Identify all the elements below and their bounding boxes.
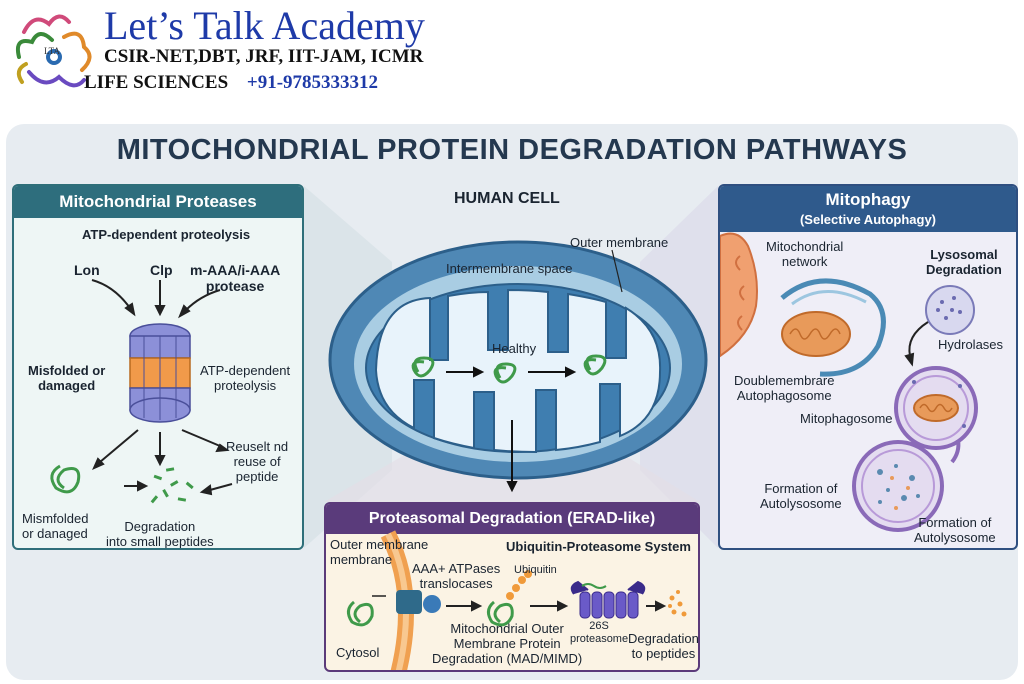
double-membrane-line2: Autophagosome: [736, 387, 832, 403]
autolysosome-label-right: Formation of Autolysosome: [914, 515, 996, 546]
network-label-line2: network: [781, 253, 828, 269]
mom-degradation-line2: Membrane Protein: [453, 635, 561, 651]
academy-title: Let’s Talk Academy: [104, 3, 425, 48]
mom-degradation-label: Mitochondrial Outer Membrane Protein Deg…: [432, 621, 583, 667]
network-label-line1: Mitochondrial: [766, 239, 844, 254]
mitophagy-subtitle: (Selective Autophagy): [799, 212, 937, 227]
proteasome-illustration: [347, 530, 687, 670]
phone-number: +91-9785333312: [246, 72, 379, 93]
mitophagosome-label: Mitophagosome: [800, 411, 893, 426]
autolysosome-right-line1: Formation of: [918, 515, 992, 530]
mismfolded-label-line2: or danaged: [22, 525, 88, 541]
mitophagy-title: Mitophagy: [825, 190, 911, 209]
protease-illustration: [50, 279, 233, 504]
proteasomal-panel-title: Proteasomal Degradation (ERAD-like): [326, 504, 698, 534]
atp-proteolysis-line1: ATP-dependent: [200, 363, 291, 378]
misfolded-label-line1: Misfolded or: [28, 363, 106, 378]
degradation-label-line1: Degradation: [124, 519, 196, 534]
reuse-label-line1: Reuselt nd: [226, 439, 289, 454]
subject-line: LIFE SCIENCES +91-9785333312: [84, 72, 378, 94]
peptides-label-line2: to peptides: [631, 645, 696, 661]
proteasomal-panel: Proteasomal Degradation (ERAD-like) Ubiq: [324, 502, 700, 672]
subject-label: LIFE SCIENCES: [84, 72, 229, 93]
misfolded-label: Misfolded or damaged: [28, 363, 106, 394]
logo-text: LTA: [44, 46, 60, 56]
aaa-atpases-line2: translocases: [419, 575, 493, 591]
double-membrane-label: Doublemembrare Autophagosome: [734, 373, 835, 404]
atp-proteolysis-label: ATP-dependent proteolysis: [200, 363, 291, 394]
exam-list: CSIR-NET,DBT, JRF, IIT-JAM, ICMR: [104, 46, 424, 67]
cytosol-label: Cytosol: [336, 645, 380, 660]
maaa-label: m-AAA/i-AAA protease: [190, 262, 280, 294]
autolysosome-left-line1: Formation of: [764, 481, 838, 496]
reuse-label-line3: peptide: [235, 468, 279, 484]
ups-label: Ubiquitin-Proteasome System: [506, 539, 691, 554]
misfolded-label-line2: damaged: [38, 377, 96, 393]
outer-membrane-bottom-line2: membrane: [330, 551, 393, 567]
autolysosome-right-line2: Autolysosome: [914, 529, 996, 545]
mom-degradation-line1: Mitochondrial Outer: [450, 621, 564, 636]
reuse-label-line2: reuse of: [233, 453, 281, 469]
lon-label: Lon: [74, 262, 100, 278]
mitophagy-panel-header: Mitophagy (Selective Autophagy): [720, 186, 1016, 232]
outer-membrane-bottom-line1: Outer membrane: [330, 537, 429, 552]
autolysosome-left-line2: Autolysosome: [760, 495, 842, 511]
degradation-label-line2: into small peptides: [106, 533, 214, 549]
intermembrane-label: Intermembrane space: [446, 261, 573, 276]
autolysosome-label-left: Formation of Autolysosome: [760, 481, 842, 512]
proteasome-26s-line1: 26S: [589, 620, 609, 632]
aaa-atpases-line1: AAA+ ATPases: [412, 561, 501, 576]
double-membrane-line1: Doublemembrare: [734, 373, 835, 388]
maaa-label-line2: protease: [205, 278, 265, 295]
proteases-panel: Mitochondrial Proteases: [12, 184, 304, 550]
ubiquitin-label: Ubiquitin: [514, 564, 557, 576]
outer-membrane-bottom-label: Outer membrane membrane: [330, 537, 429, 568]
hydrolases-label: Hydrolases: [938, 337, 1004, 352]
main-title: MITOCHONDRIAL PROTEIN DEGRADATION PATHWA…: [116, 134, 908, 166]
degradation-label: Degradation into small peptides: [106, 519, 214, 549]
mismfolded-label: Mismfolded or danaged: [22, 511, 89, 542]
proteases-panel-title: Mitochondrial Proteases: [14, 186, 302, 218]
lysosomal-label-line1: Lysosomal: [930, 247, 998, 262]
peptides-label: Degradation to peptides: [628, 631, 699, 662]
healthy-label: Healthy: [492, 341, 537, 356]
outer-membrane-label: Outer membrane: [570, 235, 669, 250]
proteasome-26s-label: 26S proteasome: [570, 620, 628, 645]
academy-logo: LTA: [15, 14, 92, 88]
atp-proteolysis-line2: proteolysis: [213, 377, 277, 393]
peptides-label-line1: Degradation: [628, 631, 699, 646]
lysosomal-label: Lysosomal Degradation: [926, 247, 1002, 278]
mismfolded-label-line1: Mismfolded: [22, 511, 89, 526]
human-cell-label: HUMAN CELL: [454, 190, 560, 207]
clp-label: Clp: [150, 262, 173, 278]
maaa-label-line1: m-AAA/i-AAA: [190, 262, 281, 278]
reuse-label: Reuselt nd reuse of peptide: [226, 439, 289, 485]
aaa-atpases-label: AAA+ ATPases translocases: [412, 561, 501, 592]
network-label: Mitochondrial network: [766, 239, 844, 270]
lysosomal-label-line2: Degradation: [926, 261, 1002, 277]
mom-degradation-line3: Degradation (MAD/MIMD): [432, 650, 583, 666]
mitophagy-illustration: [720, 232, 978, 532]
mitophagy-panel: Mitophagy (Selective Autophagy) Mitoch: [718, 184, 1018, 550]
proteasome-26s-line2: proteasome: [570, 632, 629, 645]
atp-subtitle: ATP-dependent proteolysis: [82, 227, 251, 242]
